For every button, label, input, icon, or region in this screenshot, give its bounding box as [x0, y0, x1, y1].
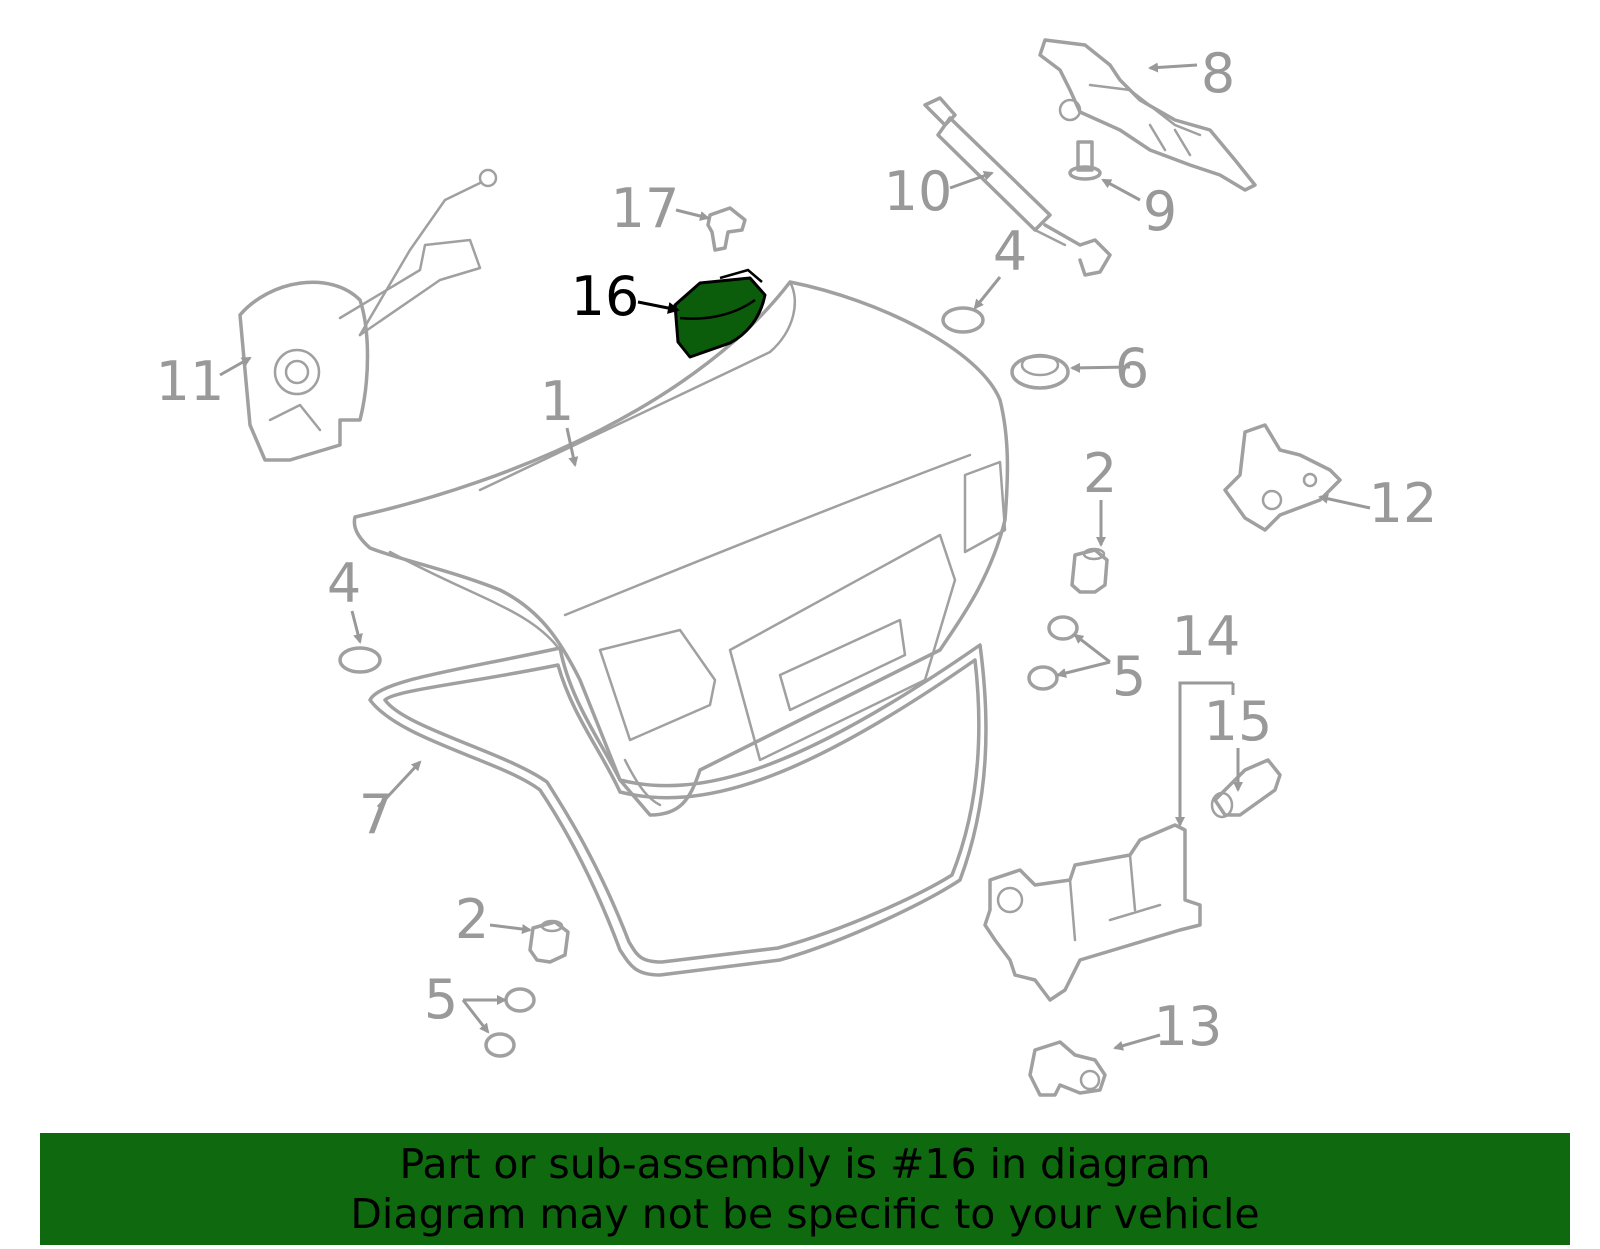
callout-arrows — [219, 62, 1371, 1051]
bumper-part-lower — [528, 919, 570, 964]
callout-2-lower: 2 — [455, 888, 489, 951]
callout-1: 1 — [540, 370, 574, 433]
clip-part — [706, 206, 747, 252]
callout-10: 10 — [884, 160, 953, 223]
grommet-ring-part — [941, 306, 985, 334]
weatherstrip-part — [368, 643, 988, 977]
latch-actuator-part — [238, 168, 498, 462]
callout-14: 14 — [1172, 605, 1241, 668]
hinge-part — [1038, 38, 1257, 192]
callout-17: 17 — [611, 177, 680, 240]
bumper-part-upper — [1070, 547, 1109, 594]
switch-part — [1210, 758, 1282, 819]
callout-7: 7 — [359, 783, 393, 846]
callout-9: 9 — [1143, 180, 1177, 243]
highlighted-bracket-part — [673, 268, 767, 359]
callout-4-left: 4 — [327, 552, 361, 615]
callout-13: 13 — [1154, 995, 1223, 1058]
lock-cylinder-part — [1028, 1040, 1107, 1097]
bolt-part — [1068, 140, 1102, 181]
banner-line-2: Diagram may not be specific to your vehi… — [350, 1190, 1260, 1238]
callout-11: 11 — [156, 350, 225, 413]
latch-assembly-part — [983, 823, 1202, 1002]
banner-line-1: Part or sub-assembly is #16 in diagram — [399, 1140, 1211, 1188]
callout-4-right: 4 — [993, 220, 1027, 283]
callout-8: 8 — [1201, 42, 1235, 105]
grommet-part — [1010, 353, 1070, 390]
striker-bracket-part — [1223, 423, 1342, 532]
callout-12: 12 — [1369, 472, 1438, 535]
callout-5-right: 5 — [1112, 645, 1146, 708]
callout-16: 16 — [571, 265, 640, 328]
callout-2-upper: 2 — [1083, 442, 1117, 505]
info-banner: Part or sub-assembly is #16 in diagram D… — [40, 1133, 1570, 1245]
callout-6: 6 — [1115, 337, 1149, 400]
lift-support-part — [923, 96, 1112, 277]
callout-5-left: 5 — [424, 968, 458, 1031]
o-ring-parts — [338, 615, 1079, 1058]
callout-15: 15 — [1204, 690, 1273, 753]
trunk-lid-part — [352, 280, 1010, 817]
